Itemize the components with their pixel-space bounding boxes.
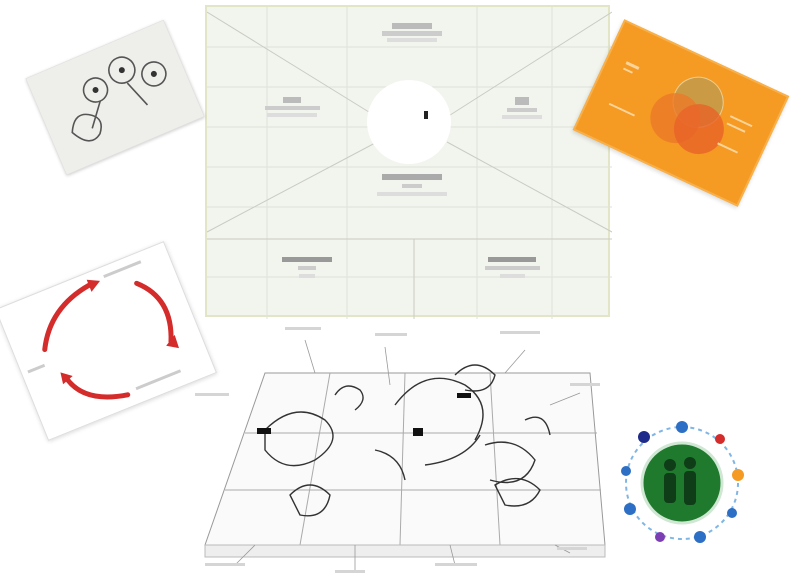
- sketch-photo-card: [24, 19, 206, 176]
- board-callout-1: [285, 327, 321, 330]
- orange-venn-card: [572, 19, 790, 207]
- canvas-lines: [207, 7, 612, 319]
- section-center-bottom: [357, 172, 467, 199]
- board-sketch-icon: [204, 339, 606, 570]
- board-callout-2: [375, 333, 407, 336]
- section-left: [247, 95, 337, 119]
- board-callout-6: [205, 563, 245, 566]
- board-callout-5: [195, 393, 229, 396]
- board-callout-7: [335, 570, 365, 573]
- people-badge: [612, 405, 757, 555]
- change-card: [0, 241, 217, 441]
- board-callout-4: [570, 383, 600, 386]
- cycle-arrows-icon: [42, 279, 180, 400]
- sketched-board: [195, 325, 615, 580]
- venn-diagram-icon: [608, 61, 753, 155]
- sketch-drawing-icon: [24, 19, 206, 176]
- people-network-icon: [621, 421, 744, 543]
- section-right: [487, 95, 557, 121]
- center-mark: [424, 111, 428, 119]
- section-bottom-right: [462, 255, 562, 281]
- section-top: [367, 17, 457, 44]
- canvas-card: [205, 5, 612, 319]
- center-circle: [367, 80, 451, 164]
- board-callout-8: [435, 563, 477, 566]
- board-callout-9: [557, 547, 587, 550]
- board-callout-3: [500, 331, 540, 334]
- section-bottom-left: [262, 255, 352, 281]
